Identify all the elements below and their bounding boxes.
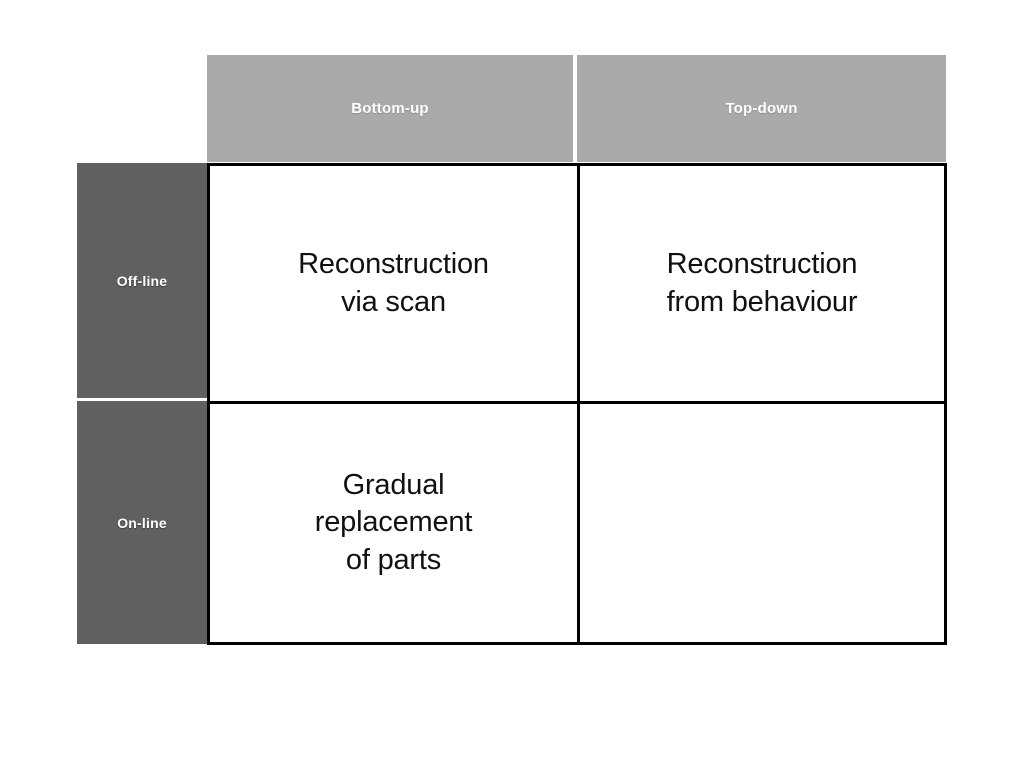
- matrix-cell-text: Reconstruction from behaviour: [666, 248, 858, 318]
- row-header-label: Off-line: [116, 272, 168, 289]
- matrix-cell-offline-bottomup[interactable]: Reconstruction via scan: [210, 166, 577, 401]
- row-header-on-line[interactable]: On-line: [77, 401, 207, 644]
- column-header-top-down[interactable]: Top-down: [577, 55, 946, 162]
- column-header-bottom-up[interactable]: Bottom-up: [207, 55, 573, 162]
- matrix-corner-cell: [77, 55, 207, 162]
- column-header-label: Bottom-up: [351, 100, 429, 117]
- row-header-label: On-line: [117, 514, 167, 531]
- matrix-grid: Reconstruction via scan Reconstruction f…: [207, 163, 947, 645]
- matrix-cell-offline-topdown[interactable]: Reconstruction from behaviour: [577, 166, 944, 401]
- matrix-cell-online-bottomup[interactable]: Gradual replacement of parts: [210, 401, 577, 642]
- column-header-label: Top-down: [725, 100, 798, 117]
- matrix-cell-online-topdown[interactable]: [577, 401, 944, 642]
- row-header-off-line[interactable]: Off-line: [77, 163, 207, 398]
- matrix-cell-text: Reconstruction via scan: [298, 248, 489, 318]
- matrix-cell-text: Gradual replacement of parts: [314, 469, 473, 576]
